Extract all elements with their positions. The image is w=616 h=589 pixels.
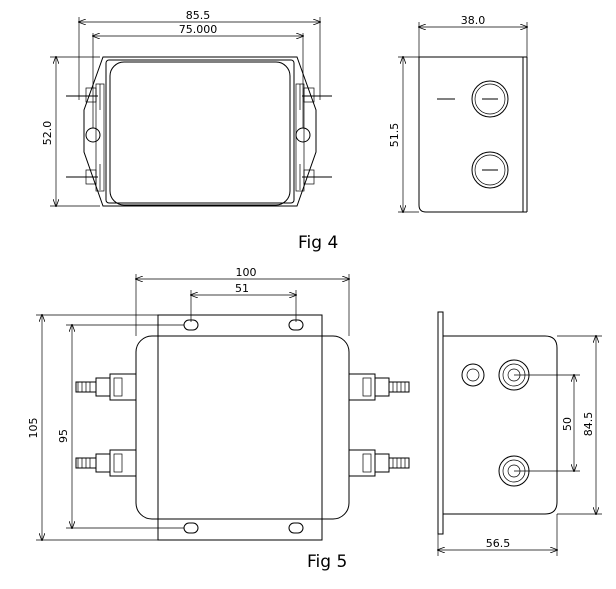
fig4-dim-height: 52.0 <box>41 121 54 146</box>
fig5-front-view: 100 51 105 95 <box>27 266 410 540</box>
fig5-terminals-left <box>75 373 137 477</box>
fig4-hole-left <box>85 127 101 143</box>
fig4-side-dim-height: 51.5 <box>388 123 401 148</box>
fig5-slot-bottom-right <box>288 522 304 534</box>
fig5-side-dim-width: 56.5 <box>486 537 511 550</box>
fig5-side-dim-terminal-spacing: 50 <box>561 417 574 431</box>
fig5-dim-height-overall: 105 <box>27 418 40 439</box>
fig5-ground-nut <box>461 363 485 387</box>
fig4-dim-width-overall: 85.5 <box>186 9 211 22</box>
fig4-terminal-screw-bottom <box>471 151 509 189</box>
fig4-terminal-screw-top <box>471 80 509 118</box>
fig4-front-view: 85.5 75.000 52.0 <box>41 9 332 206</box>
fig4-side-dim-width: 38.0 <box>461 14 486 27</box>
fig5-terminals-right <box>348 373 410 477</box>
fig5-side-dim-height: 84.5 <box>582 412 595 437</box>
fig4-hole-right <box>295 127 311 143</box>
fig5-slot-bottom-left <box>183 522 199 534</box>
fig5-dim-height-holes: 95 <box>57 429 70 443</box>
fig5-side-view: 50 84.5 56.5 <box>438 311 602 556</box>
fig4-caption: Fig 4 <box>298 233 338 253</box>
fig4-dim-width-holes: 75.000 <box>179 23 218 36</box>
fig5-caption: Fig 5 <box>307 552 347 572</box>
fig5-dim-hole-spacing: 51 <box>235 282 249 295</box>
fig5-dim-width-overall: 100 <box>236 266 257 279</box>
fig4-side-view: 38.0 51.5 <box>388 14 527 212</box>
fig4-terminals <box>66 84 332 190</box>
